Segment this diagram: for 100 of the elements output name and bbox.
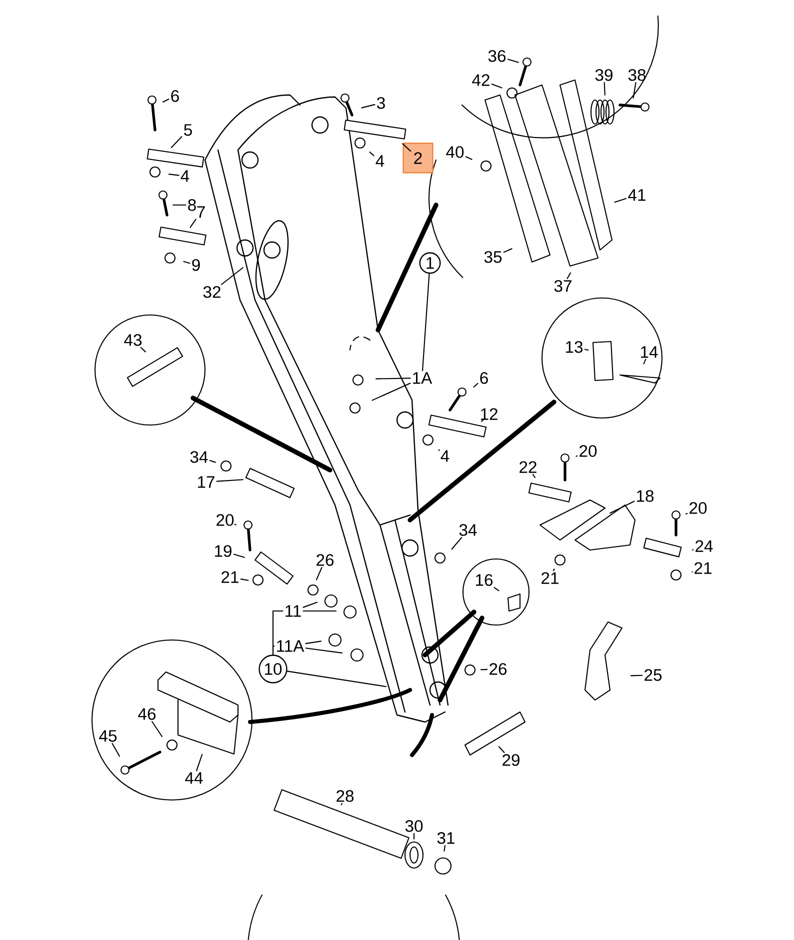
- callout-number: 29: [502, 754, 520, 766]
- callout-number: 45: [99, 730, 117, 742]
- callout-number: 7: [197, 206, 205, 218]
- callout-number: 41: [628, 189, 646, 201]
- callout-number: 28: [336, 790, 354, 802]
- callout-number: 9: [192, 259, 200, 271]
- callout-number: 21: [222, 571, 238, 583]
- leader-line: [140, 346, 146, 352]
- leader-line: [375, 378, 411, 380]
- callout-number: 21: [694, 562, 712, 574]
- leader-line: [632, 82, 636, 99]
- callout-number: 44: [185, 772, 203, 784]
- leader-line: [614, 198, 627, 203]
- leader-line: [438, 449, 440, 451]
- callout-number: 3: [377, 97, 385, 109]
- callout-number: 26: [316, 554, 334, 566]
- callout-number: 12: [481, 408, 498, 420]
- leader-line: [692, 571, 693, 573]
- callout-number: 2: [402, 142, 434, 174]
- leader-line: [491, 84, 502, 88]
- leader-line: [413, 832, 415, 840]
- leader-line: [302, 610, 337, 612]
- callout-number: 19: [215, 545, 232, 557]
- leader-line: [507, 58, 519, 63]
- leader-line: [692, 549, 694, 551]
- callout-number: 39: [595, 69, 612, 81]
- leader-line: [162, 98, 170, 103]
- leader-line: [584, 348, 589, 351]
- leader-line: [168, 174, 180, 176]
- callout-number: 4: [440, 450, 450, 462]
- leader-line: [190, 218, 196, 228]
- leader-line: [498, 746, 505, 754]
- callout-number: 35: [484, 251, 502, 263]
- callout-number: 6: [171, 90, 179, 102]
- callout-number: 20: [580, 445, 597, 457]
- leader-line: [604, 82, 606, 96]
- callout-number: 14: [641, 346, 658, 358]
- leader-line: [316, 566, 322, 580]
- callout-number: 20: [216, 514, 234, 526]
- leader-line: [240, 578, 249, 581]
- callout-number: 34: [459, 524, 477, 536]
- leader-line: [532, 474, 536, 478]
- callout-number: 31: [437, 832, 454, 844]
- leader-line: [503, 248, 512, 253]
- callout-number: 4: [180, 170, 190, 182]
- leader-line: [272, 645, 275, 656]
- callout-number: 5: [184, 124, 192, 136]
- leader-line: [444, 844, 446, 852]
- callout-number: 6: [480, 372, 488, 384]
- leader-line: [305, 640, 322, 644]
- callout-number: 34: [190, 451, 208, 463]
- leader-line: [422, 273, 430, 372]
- leader-line: [183, 260, 190, 264]
- callout-number: 30: [405, 820, 423, 832]
- callout-number: 8: [188, 199, 196, 211]
- leader-line: [369, 151, 374, 156]
- leader-line: [480, 668, 488, 670]
- callout-number: 24: [696, 540, 713, 552]
- leader-line: [451, 536, 462, 550]
- leader-line: [610, 500, 635, 514]
- leader-line: [552, 568, 555, 572]
- leader-line: [220, 267, 244, 286]
- leader-line: [685, 512, 688, 515]
- leader-line: [402, 143, 412, 152]
- callout-number: 42: [472, 74, 490, 86]
- callout-number: 32: [203, 286, 220, 298]
- leader-line: [151, 720, 163, 738]
- leader-line: [643, 358, 646, 364]
- callout-number: 22: [520, 461, 536, 473]
- leader-line: [209, 460, 216, 463]
- callout-number: 10: [258, 654, 288, 684]
- leader-line: [630, 674, 643, 676]
- callout-number: 25: [644, 669, 662, 681]
- leader-line: [286, 670, 387, 688]
- callout-number: 36: [488, 50, 506, 62]
- leader-line: [172, 204, 186, 206]
- callout-number: 21: [542, 572, 558, 584]
- leader-line: [566, 272, 572, 280]
- leader-line: [234, 524, 236, 526]
- callout-number: 1: [419, 252, 441, 274]
- callout-number: 46: [138, 708, 156, 720]
- leader-line: [361, 104, 376, 108]
- callout-number: 40: [446, 146, 464, 158]
- callout-number: 11A: [277, 640, 304, 652]
- leader-line: [216, 479, 244, 482]
- leader-line: [372, 382, 411, 401]
- callout-number: 37: [554, 280, 572, 292]
- leader-line: [576, 455, 578, 457]
- leader-line: [481, 418, 485, 422]
- leader-line: [233, 554, 245, 558]
- callout-number: 26: [490, 663, 507, 675]
- leader-line: [170, 136, 182, 148]
- leader-line: [112, 742, 120, 757]
- callout-number: 13: [566, 341, 583, 353]
- callout-number: 18: [637, 490, 654, 502]
- callout-number: 17: [198, 476, 214, 488]
- callout-number: 38: [628, 69, 646, 81]
- leader-line: [473, 382, 478, 388]
- leader-line: [302, 602, 318, 608]
- leader-line: [465, 156, 472, 160]
